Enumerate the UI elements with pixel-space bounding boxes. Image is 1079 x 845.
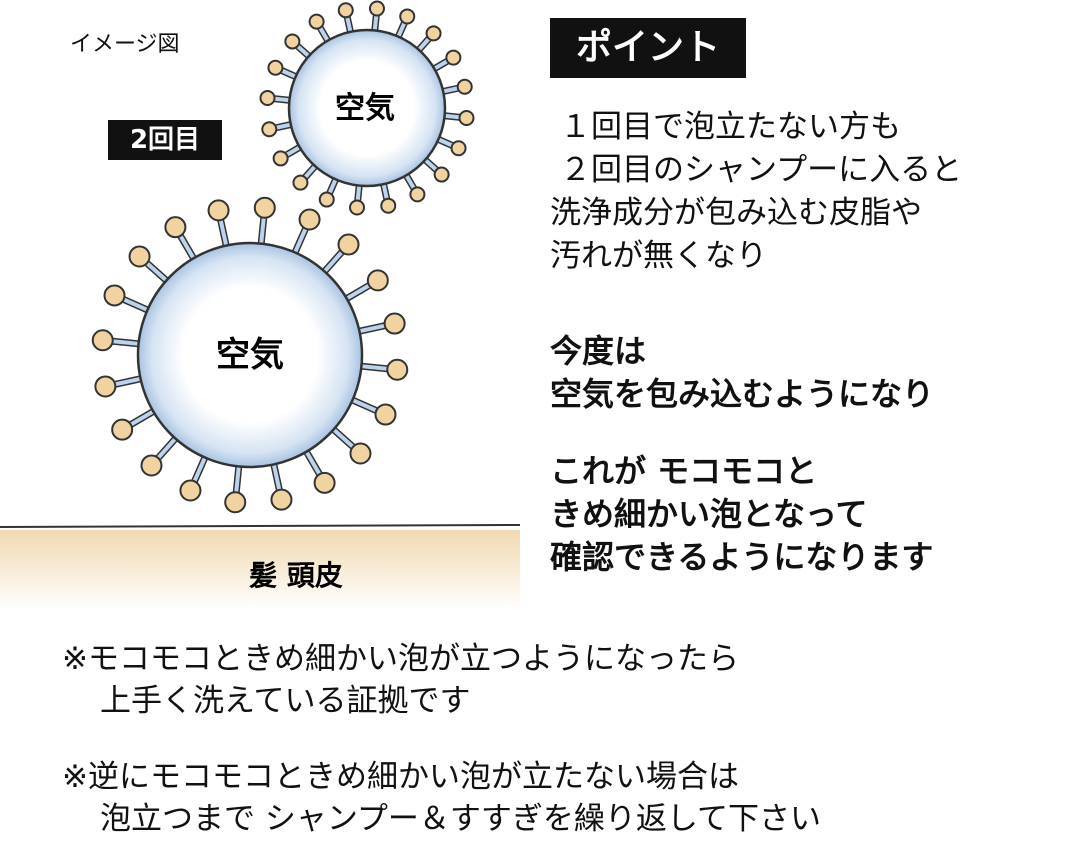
point-line: きめ細かい泡となって (550, 495, 868, 533)
point-group-2: 今度は 空気を包み込むようになり (550, 330, 934, 416)
ground-label: 髪 頭皮 (248, 559, 343, 592)
spike-tip (399, 8, 416, 25)
bubble-body (136, 241, 364, 469)
spike-tip (267, 59, 284, 76)
spike-tip (433, 166, 450, 183)
bubble-small (259, 0, 475, 216)
spike-tip (94, 375, 117, 398)
bubble-body (287, 28, 447, 188)
spike-tip (386, 358, 409, 381)
bubble-small-label: 空気 (335, 91, 395, 126)
round-badge: 2回目 (108, 120, 222, 160)
spike-tip (261, 121, 278, 138)
spike-tip (313, 471, 336, 494)
note-line: 泡立つまで シャンプー＆すすぎを繰り返して下さい (100, 801, 821, 837)
point-group-3: これが モコモコと きめ細かい泡となって 確認できるようになります (550, 450, 933, 579)
spike-tip (425, 25, 442, 42)
spike-tip (318, 191, 335, 208)
spike-tip (366, 269, 389, 292)
spike-tip (450, 140, 467, 157)
spike-tip (445, 49, 462, 66)
point-line: 汚れが無くなり (550, 238, 767, 274)
spike-tip (207, 199, 230, 222)
spike-tip (383, 312, 406, 335)
spike-tip (456, 78, 473, 95)
spike-tip (349, 199, 366, 216)
spike-tip (374, 403, 397, 426)
scalp-band (0, 530, 520, 610)
point-line: これが モコモコと (550, 452, 818, 490)
spike-tip (368, 0, 385, 17)
spike-tip (140, 454, 163, 477)
spike-tip (224, 491, 247, 514)
spike-tip (337, 233, 360, 256)
spike-tip (259, 90, 276, 107)
scalp-line (0, 524, 521, 528)
spike-tip (179, 479, 202, 502)
spike-tip (298, 208, 321, 231)
spike-tip (253, 196, 276, 219)
point-line: 確認できるようになります (550, 538, 934, 576)
spike-tip (458, 109, 475, 126)
point-line: 洗浄成分が包み込む皮脂や (550, 195, 922, 231)
note-2: ※逆にモコモコときめ細かい泡が立たない場合は 泡立つまで シャンプー＆すすぎを繰… (62, 756, 821, 840)
bubble-large-label: 空気 (216, 335, 284, 375)
spike-tip (270, 488, 293, 511)
point-group-1: １回目で泡立たない方も ２回目のシャンプーに入ると 洗浄成分が包み込む皮脂や 汚… (550, 106, 962, 278)
spike-tip (308, 13, 325, 30)
spike-tip (349, 442, 372, 465)
spike-tip (409, 186, 426, 203)
spike-tip (284, 33, 301, 50)
note-line: ※モコモコときめ細かい泡が立つようになったら (62, 641, 739, 677)
spike-tip (111, 418, 134, 441)
note-line: 上手く洗えている証拠です (100, 683, 471, 719)
spike-tip (91, 329, 114, 352)
spike-tip (103, 284, 126, 307)
spike-tip (272, 150, 289, 167)
point-title: ポイント (550, 18, 746, 78)
point-line: 今度は (550, 332, 647, 370)
point-line: 空気を包み込むようになり (550, 375, 935, 413)
bubble-large (91, 196, 409, 514)
point-line: ２回目のシャンプーに入ると (560, 152, 963, 188)
spike-tip (337, 2, 354, 19)
spike-tip (292, 174, 309, 191)
spike-tip (128, 245, 151, 268)
point-line: １回目で泡立たない方も (560, 109, 901, 145)
caption: イメージ図 (70, 32, 180, 57)
note-1: ※モコモコときめ細かい泡が立つようになったら 上手く洗えている証拠です (62, 638, 739, 722)
spike-tip (164, 216, 187, 239)
spike-tip (380, 197, 397, 214)
note-line: ※逆にモコモコときめ細かい泡が立たない場合は (62, 759, 739, 795)
